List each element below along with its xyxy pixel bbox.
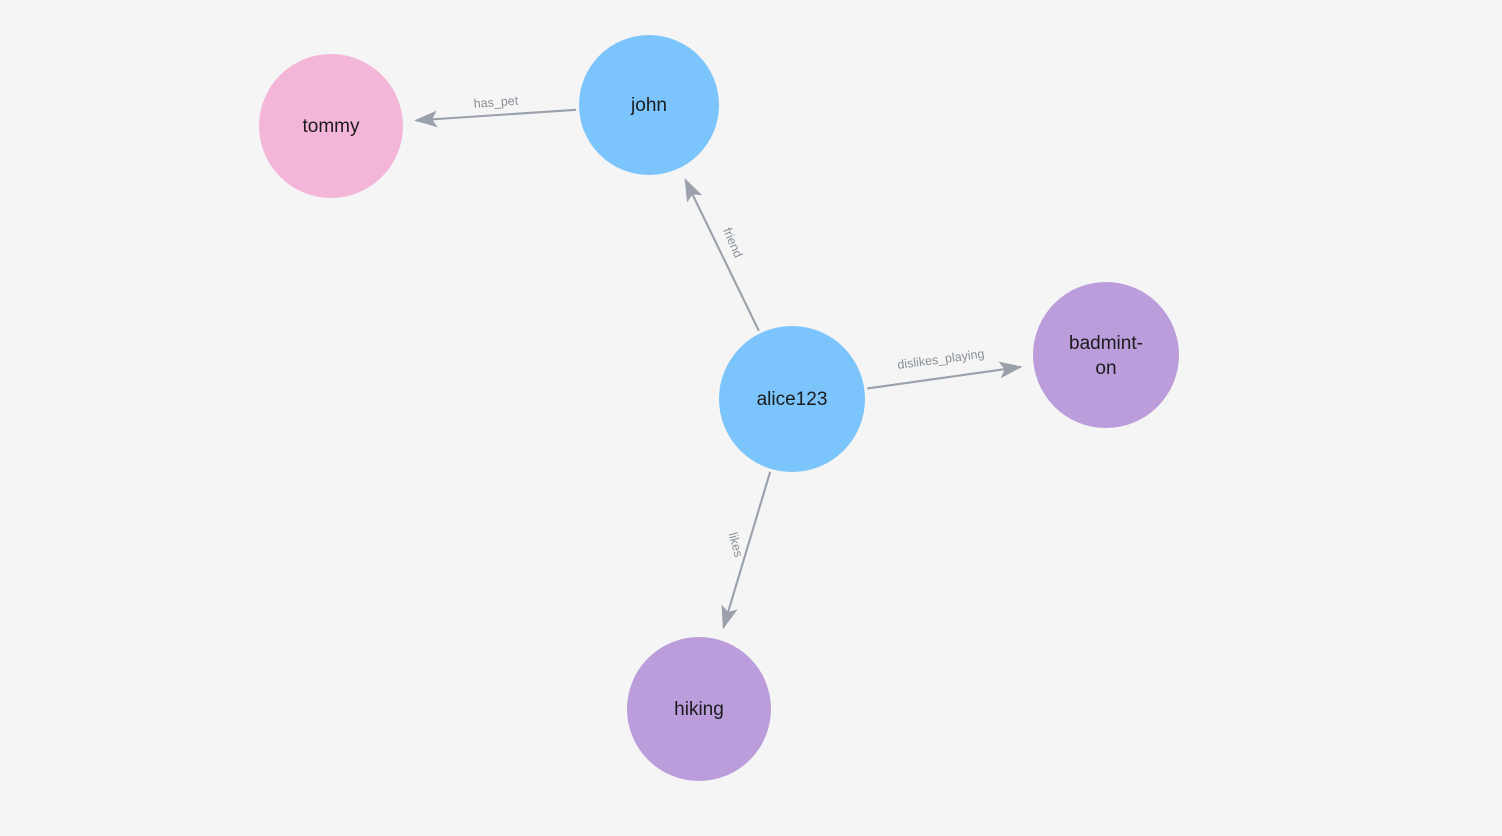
node-circle[interactable] bbox=[627, 637, 771, 781]
graph-edge[interactable] bbox=[684, 178, 760, 332]
graph-node-john[interactable]: john bbox=[579, 35, 719, 175]
graph-node-tommy[interactable]: tommy bbox=[259, 54, 403, 198]
graph-node-alice123[interactable]: alice123 bbox=[719, 326, 865, 472]
edges-layer bbox=[414, 108, 1023, 630]
node-circle[interactable] bbox=[259, 54, 403, 198]
edge-label: friend bbox=[720, 226, 745, 260]
edge-label: likes bbox=[726, 531, 746, 559]
graph-node-hiking[interactable]: hiking bbox=[627, 637, 771, 781]
edge-label: has_pet bbox=[473, 94, 519, 111]
node-circle[interactable] bbox=[579, 35, 719, 175]
node-circle[interactable] bbox=[719, 326, 865, 472]
graph-edge[interactable] bbox=[721, 471, 772, 630]
edge-label: dislikes_playing bbox=[897, 347, 986, 372]
graph-edge[interactable] bbox=[867, 361, 1023, 390]
nodes-layer: tommy john alice123 badmint-on hiking bbox=[259, 35, 1179, 781]
graph-edge[interactable] bbox=[414, 108, 577, 128]
graph-node-badminton[interactable]: badmint-on bbox=[1033, 282, 1179, 428]
node-circle[interactable] bbox=[1033, 282, 1179, 428]
